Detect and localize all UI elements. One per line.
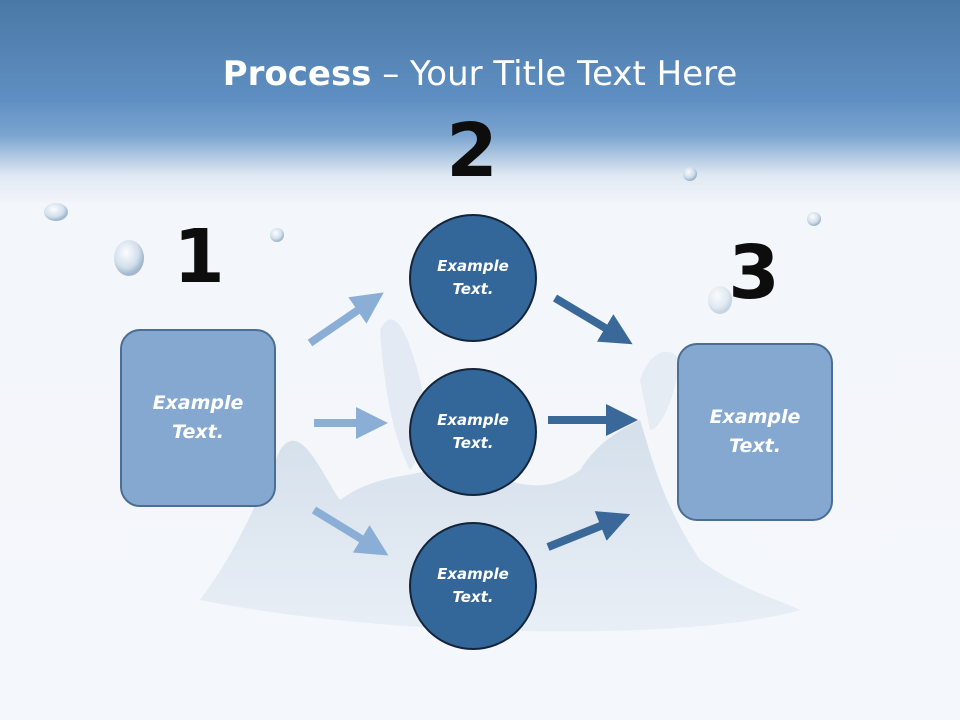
bottom-circle-text: Example Text. (437, 565, 509, 606)
step-number-3: 3 (728, 230, 780, 316)
left-box: Example Text. (120, 329, 276, 507)
middle-circle-text: Example Text. (437, 411, 509, 452)
step-number-2: 2 (446, 108, 498, 194)
left-box-text: Example Text. (152, 392, 244, 443)
bottom-circle: Example Text. (409, 522, 537, 650)
right-box: Example Text. (677, 343, 833, 521)
title-rest: – Your Title Text Here (371, 54, 738, 94)
arrow-top-to-right (552, 294, 633, 345)
title-bold: Process (222, 54, 372, 94)
top-circle-text: Example Text. (437, 257, 509, 298)
middle-circle: Example Text. (409, 368, 537, 496)
slide-title: Process – Your Title Text Here (0, 52, 960, 96)
arrow-left-to-top (307, 292, 384, 347)
step-number-1: 1 (173, 214, 225, 300)
top-circle: Example Text. (409, 214, 537, 342)
arrow-bottom-to-right (546, 511, 631, 551)
arrow-left-to-bottom (311, 506, 389, 556)
right-box-text: Example Text. (709, 406, 801, 457)
